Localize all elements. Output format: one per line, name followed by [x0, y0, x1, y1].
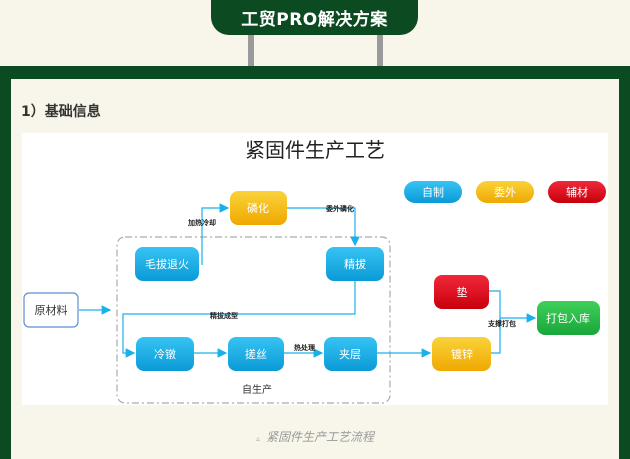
svg-text:打包入库: 打包入库	[546, 311, 590, 325]
svg-text:垫: 垫	[457, 285, 468, 299]
self-production-group	[116, 236, 391, 404]
legend-self-label: 自制	[422, 186, 444, 199]
node-cold-heading: 冷镦	[136, 337, 194, 371]
edge-label-heat-treatment: 热处理	[294, 343, 315, 352]
svg-text:毛拔退火: 毛拔退火	[145, 257, 189, 271]
legend-auxiliary-label: 辅材	[566, 185, 588, 199]
edge-label-heating-cooling: 加热冷却	[187, 218, 216, 227]
node-raw-material: 原材料	[23, 292, 79, 328]
edge-label-outsource-phosphating: 委外磷化	[325, 204, 354, 213]
diagram-caption: ▵ 紧固件生产工艺流程	[0, 428, 630, 445]
svg-text:镀锌: 镀锌	[451, 347, 473, 361]
svg-text:磷化: 磷化	[247, 201, 269, 215]
edge-label-support-packing: 支撑打包	[487, 319, 516, 328]
svg-text:精拔: 精拔	[344, 257, 366, 271]
svg-text:原材料: 原材料	[35, 303, 68, 317]
legend-outsource: 委外	[476, 181, 534, 203]
badge-post-left	[248, 35, 254, 67]
legend-auxiliary: 辅材	[548, 181, 606, 203]
section-title: 1）基础信息	[21, 104, 101, 120]
node-thread-rolling: 搓丝	[228, 337, 284, 371]
process-flow-diagram: 紧固件生产工艺 自制 委外 辅材 自生产	[22, 133, 608, 405]
node-clamping: 夹层	[324, 337, 377, 371]
svg-text:冷镦: 冷镦	[154, 347, 176, 361]
node-zinc-plating: 镀锌	[432, 337, 491, 371]
legend-outsource-label: 委外	[494, 186, 516, 199]
node-pad: 垫	[434, 275, 489, 309]
node-packing: 打包入库	[537, 301, 600, 335]
legend-self: 自制	[404, 181, 462, 203]
edge-label-fine-drawing-forming: 精拔成型	[210, 311, 238, 320]
group-label: 自生产	[242, 383, 272, 396]
node-fine-drawing: 精拔	[326, 247, 384, 281]
badge-post-right	[377, 35, 383, 67]
node-phosphating: 磷化	[230, 191, 287, 225]
diagram-title: 紧固件生产工艺	[245, 138, 385, 162]
solution-title-badge: 工贸PRO解决方案	[211, 0, 418, 35]
caption-triangle-icon: ▵	[255, 434, 260, 443]
svg-text:夹层: 夹层	[339, 348, 361, 361]
svg-text:搓丝: 搓丝	[245, 347, 267, 361]
node-annealing: 毛拔退火	[135, 247, 199, 281]
caption-text: 紧固件生产工艺流程	[266, 430, 375, 444]
